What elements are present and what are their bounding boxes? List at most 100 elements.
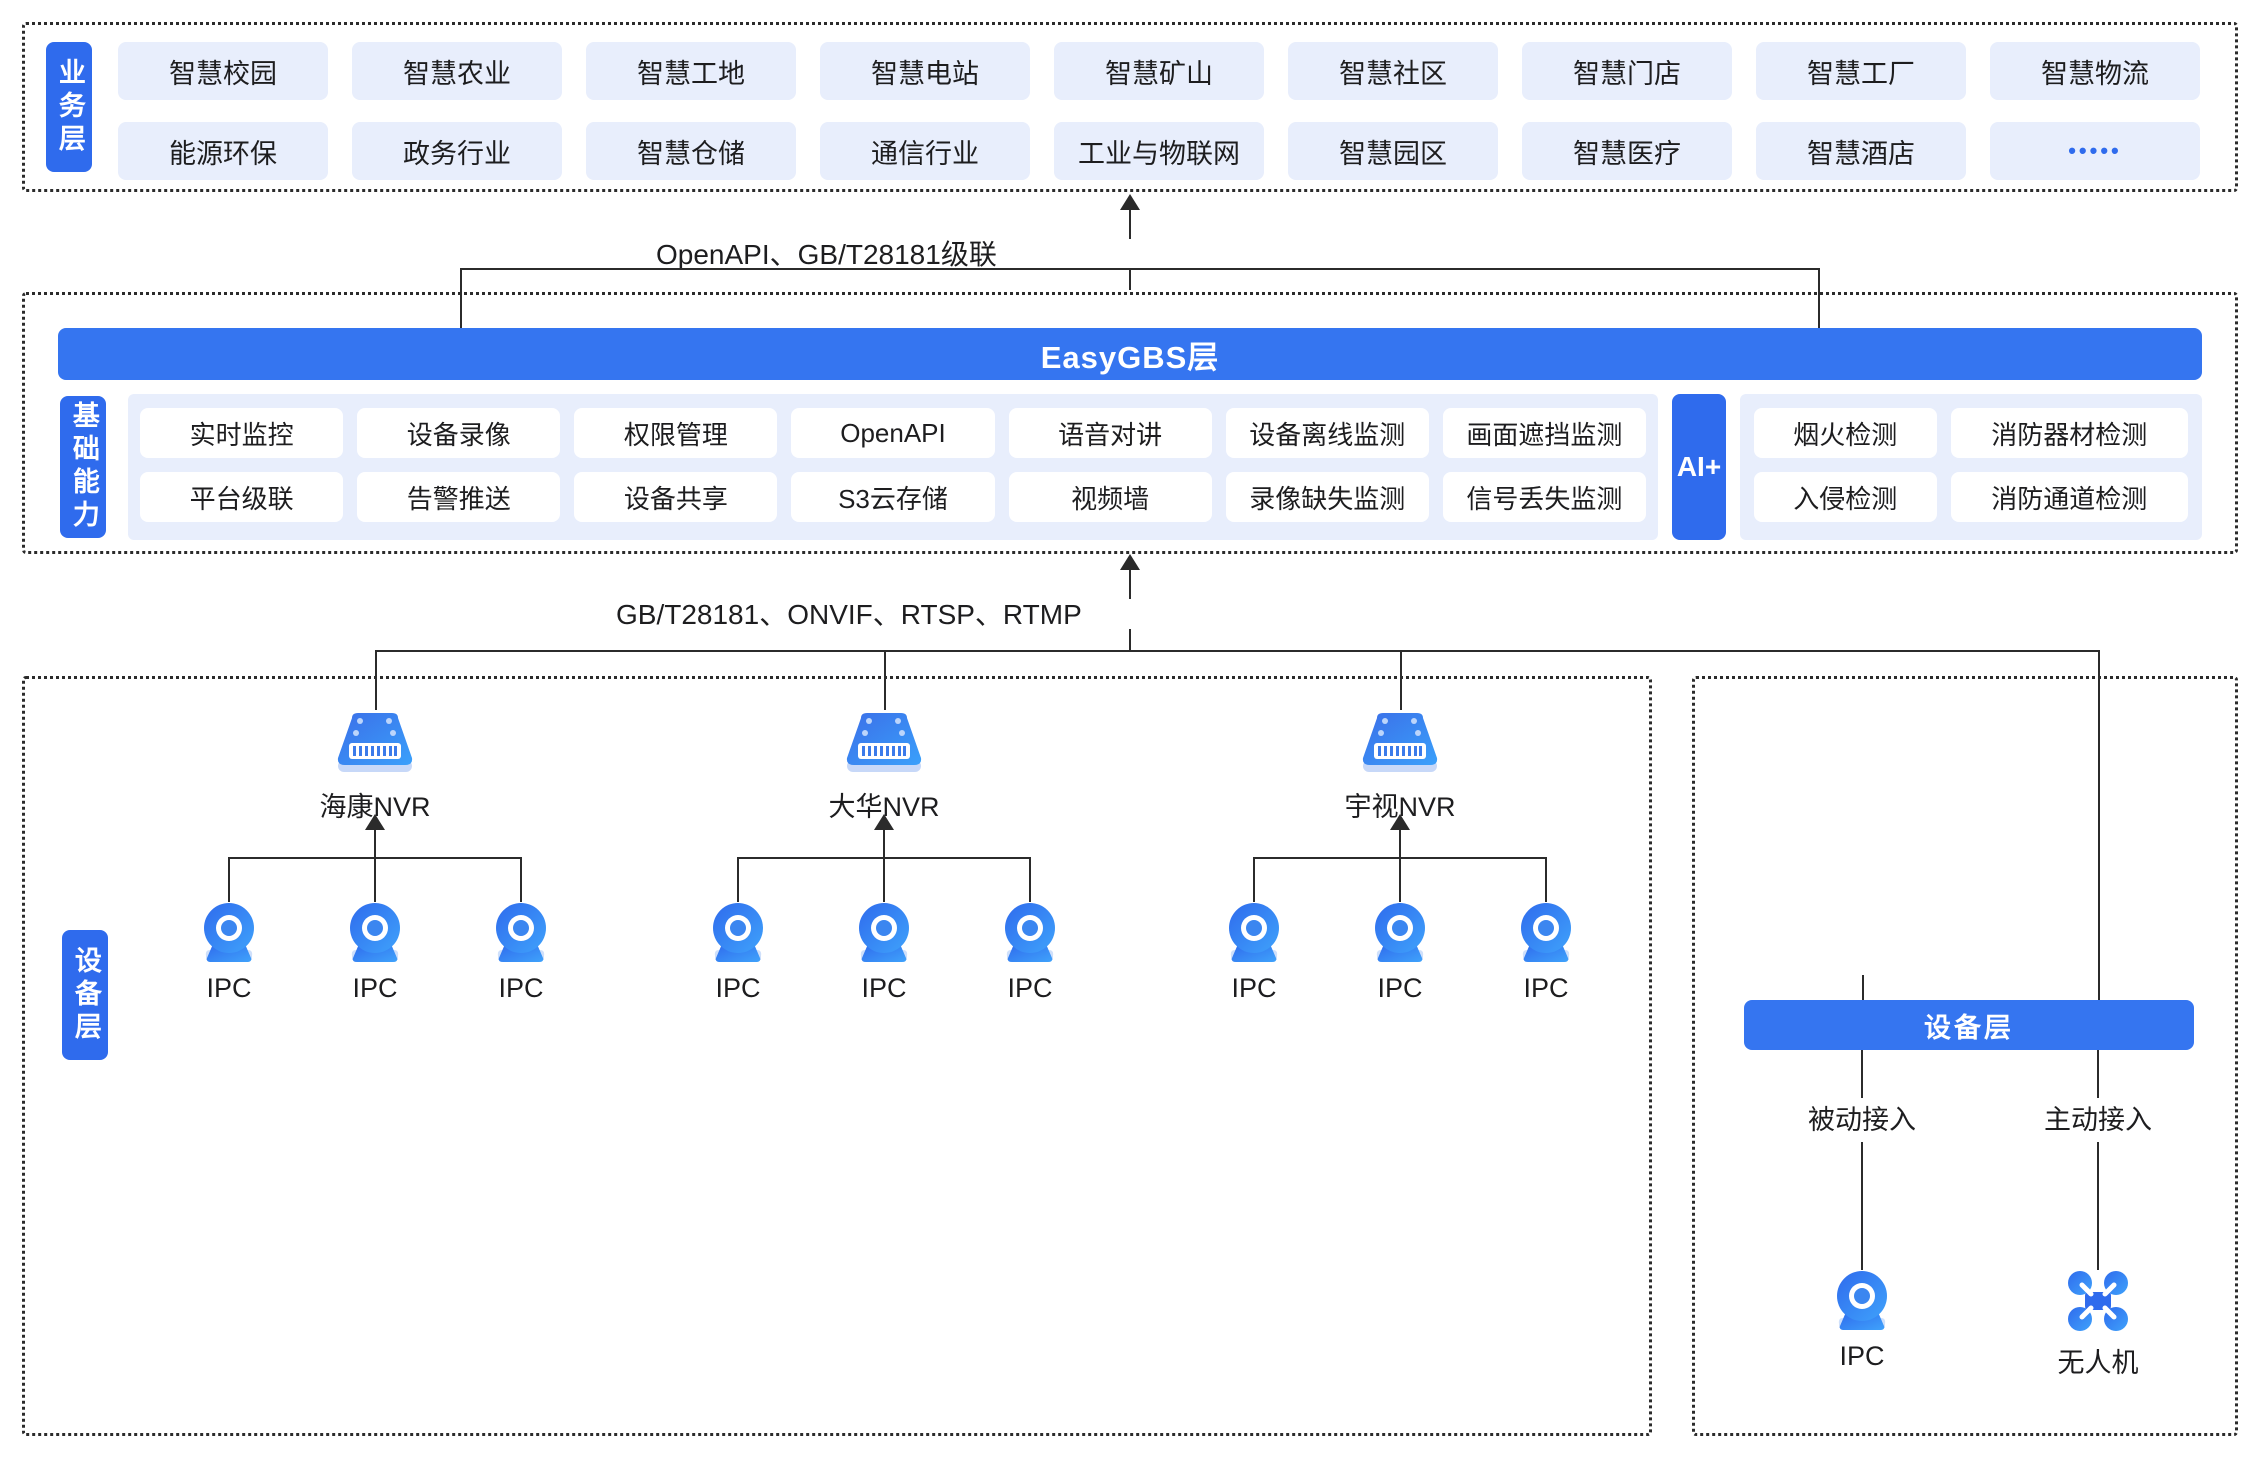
capability-chip[interactable]: 平台级联 — [140, 472, 344, 522]
device-layer-tab: 设备层 — [62, 930, 108, 1060]
ipc-label: IPC — [1523, 973, 1569, 1003]
device-layer-left-panel — [22, 676, 1652, 1436]
business-layer-tab: 业务层 — [46, 42, 92, 172]
business-item-chip[interactable]: 通信行业 — [820, 122, 1030, 180]
business-item-chip[interactable]: 智慧酒店 — [1756, 122, 1966, 180]
ipc-node[interactable]: IPC — [169, 900, 289, 1004]
camera-icon-wrap — [315, 900, 435, 971]
capability-panel: 实时监控设备录像权限管理 OpenAPI 语音对讲设备离线监测画面遮挡监测平台级联告… — [128, 394, 1658, 540]
drone-node[interactable]: 无人机 — [2028, 1268, 2168, 1380]
connector-line — [375, 650, 2100, 652]
ipc-label: IPC — [206, 973, 252, 1003]
camera-icon-wrap — [970, 900, 1090, 971]
connector-line — [2097, 1142, 2099, 1270]
ipc-node[interactable]: IPC — [824, 900, 944, 1004]
nvr-node[interactable]: 大华NVR — [804, 710, 964, 824]
connector-line — [737, 857, 739, 902]
business-layer-panel — [22, 22, 2238, 192]
connector-line — [1129, 569, 1131, 599]
business-item-chip[interactable]: ••••• — [1990, 122, 2200, 180]
ipc-node[interactable]: IPC — [1792, 1268, 1932, 1372]
capability-chip[interactable]: 设备共享 — [574, 472, 778, 522]
nvr-icon-wrap — [1320, 710, 1480, 781]
nvr-node[interactable]: 宇视NVR — [1320, 710, 1480, 824]
device-layer-right-panel — [1692, 676, 2238, 1436]
connector-line — [1029, 857, 1031, 902]
ipc-node[interactable]: IPC — [1340, 900, 1460, 1004]
connector-line — [1818, 268, 1820, 330]
connector-line — [1545, 857, 1547, 902]
access-mode-label: 主动接入 — [2044, 1105, 2152, 1135]
connector-line — [1399, 830, 1401, 858]
business-item-chip[interactable]: 智慧仓储 — [586, 122, 796, 180]
ipc-label: IPC — [1377, 973, 1423, 1003]
nvr-icon-wrap — [804, 710, 964, 781]
access-mode-label: 被动接入 — [1808, 1105, 1916, 1135]
business-item-chip[interactable]: 智慧物流 — [1990, 42, 2200, 100]
business-item-chip[interactable]: 智慧工厂 — [1756, 42, 1966, 100]
business-item-chip[interactable]: 智慧矿山 — [1054, 42, 1264, 100]
easygbs-layer-panel — [22, 292, 2238, 554]
ellipsis-dots-icon: ••••• — [2068, 138, 2122, 163]
connector-arrow-up-icon — [1390, 814, 1410, 830]
connector-top-label: OpenAPI、GB/T28181级联 — [656, 239, 997, 270]
nvr-node[interactable]: 海康NVR — [295, 710, 455, 824]
camera-icon-wrap — [169, 900, 289, 971]
ai-capability-chip[interactable]: 消防器材检测 — [1950, 408, 2188, 458]
business-item-chip[interactable]: 智慧门店 — [1522, 42, 1732, 100]
capability-chip[interactable]: 设备离线监测 — [1225, 408, 1429, 458]
capability-chip[interactable]: 语音对讲 — [1008, 408, 1212, 458]
capability-chip[interactable]: 告警推送 — [357, 472, 561, 522]
camera-icon — [1375, 903, 1425, 962]
business-item-chip[interactable]: 智慧电站 — [820, 42, 1030, 100]
capability-chip[interactable]: 权限管理 — [574, 408, 778, 458]
business-item-chip[interactable]: 智慧农业 — [352, 42, 562, 100]
device-node-label: 无人机 — [2057, 1348, 2139, 1378]
capability-chip[interactable]: 信号丢失监测 — [1442, 472, 1646, 522]
business-item-chip[interactable]: 智慧校园 — [118, 42, 328, 100]
ipc-node[interactable]: IPC — [1194, 900, 1314, 1004]
capability-chip[interactable]: 设备录像 — [357, 408, 561, 458]
capability-chip[interactable]: 实时监控 — [140, 408, 344, 458]
ipc-node[interactable]: IPC — [970, 900, 1090, 1004]
capability-chip[interactable]: 画面遮挡监测 — [1442, 408, 1646, 458]
business-item-chip[interactable]: 智慧医疗 — [1522, 122, 1732, 180]
camera-icon-wrap — [461, 900, 581, 971]
connector-line — [460, 268, 462, 330]
ipc-label: IPC — [1007, 973, 1053, 1003]
nvr-icon — [337, 713, 413, 772]
connector-line — [1253, 857, 1255, 902]
ipc-node[interactable]: IPC — [1486, 900, 1606, 1004]
ai-panel: 烟火检测消防器材检测入侵检测消防通道检测 — [1740, 394, 2202, 540]
base-capability-tab: 基础能力 — [60, 396, 106, 538]
capability-chip[interactable]: OpenAPI — [791, 408, 995, 458]
capability-chip[interactable]: 录像缺失监测 — [1225, 472, 1429, 522]
ipc-node[interactable]: IPC — [315, 900, 435, 1004]
connector-line — [1400, 650, 1402, 710]
camera-icon-wrap — [1792, 1268, 1932, 1339]
business-item-chip[interactable]: 能源环保 — [118, 122, 328, 180]
ai-plus-tab: AI+ — [1672, 394, 1726, 540]
connector-line — [1129, 629, 1131, 651]
capability-chip[interactable]: 视频墙 — [1008, 472, 1212, 522]
ipc-node[interactable]: IPC — [461, 900, 581, 1004]
business-item-chip[interactable]: 智慧园区 — [1288, 122, 1498, 180]
camera-icon — [1837, 1271, 1887, 1330]
connector-line — [375, 650, 377, 710]
connector-line — [1861, 1050, 1863, 1098]
business-item-chip[interactable]: 智慧工地 — [586, 42, 796, 100]
connector-arrow-up-icon — [874, 814, 894, 830]
capability-chip[interactable]: S3云存储 — [791, 472, 995, 522]
ipc-node[interactable]: IPC — [678, 900, 798, 1004]
camera-icon-wrap — [1340, 900, 1460, 971]
business-items-grid: 智慧校园智慧农业智慧工地智慧电站智慧矿山智慧社区智慧门店智慧工厂智慧物流能源环保… — [118, 42, 2200, 180]
business-item-chip[interactable]: 智慧社区 — [1288, 42, 1498, 100]
camera-icon — [1005, 903, 1055, 962]
connector-arrow-up-icon — [365, 814, 385, 830]
ai-capability-chip[interactable]: 烟火检测 — [1754, 408, 1937, 458]
business-item-chip[interactable]: 工业与物联网 — [1054, 122, 1264, 180]
ai-capability-chip[interactable]: 入侵检测 — [1754, 472, 1937, 522]
ai-capability-chip[interactable]: 消防通道检测 — [1950, 472, 2188, 522]
business-item-chip[interactable]: 政务行业 — [352, 122, 562, 180]
